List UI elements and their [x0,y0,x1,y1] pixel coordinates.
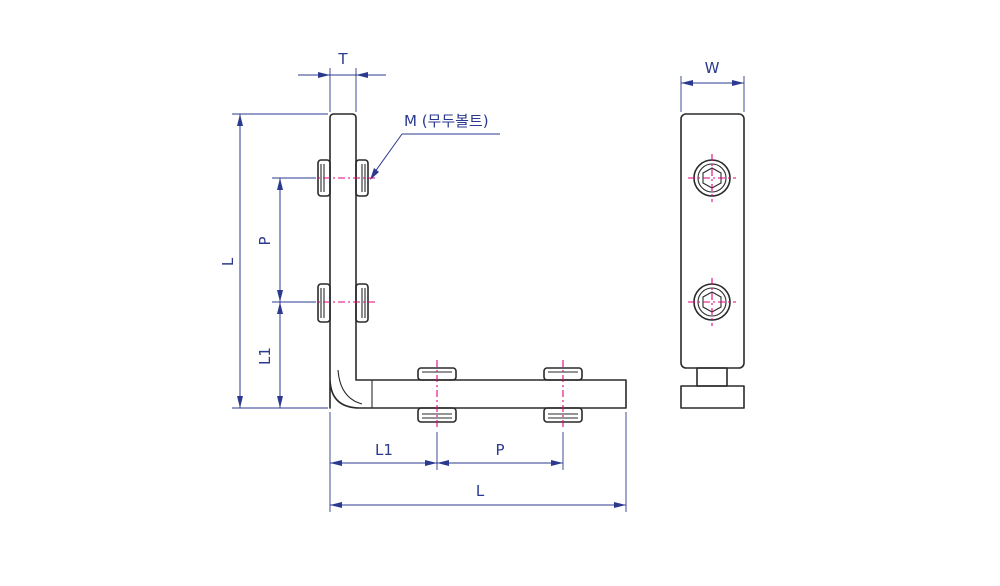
side-bolt-neck [696,367,728,387]
bracket-side-view [680,113,745,409]
dim-label-W: W [705,59,720,77]
dim-label-L1-horizontal: L1 [375,441,393,459]
side-bolt-head [680,385,745,409]
l-bracket-front-view [308,113,627,430]
dim-label-L-vertical: L [219,257,237,266]
dim-label-L-horizontal: L [476,482,485,500]
bracket-inner-bend [337,369,363,405]
side-dimensions: W [680,59,745,112]
set-screw-lower [317,283,369,323]
side-plate [680,113,745,369]
bolt-callout-label: M (무두볼트) [404,112,489,130]
dim-label-P-horizontal: P [495,441,504,459]
dim-label-L1-vertical: L1 [256,347,274,365]
dim-label-T: T [337,50,348,68]
dim-label-P-vertical: P [256,236,274,245]
bracket-outline [329,113,627,409]
front-dimensions: T L P L1 L1 P L [219,50,627,512]
